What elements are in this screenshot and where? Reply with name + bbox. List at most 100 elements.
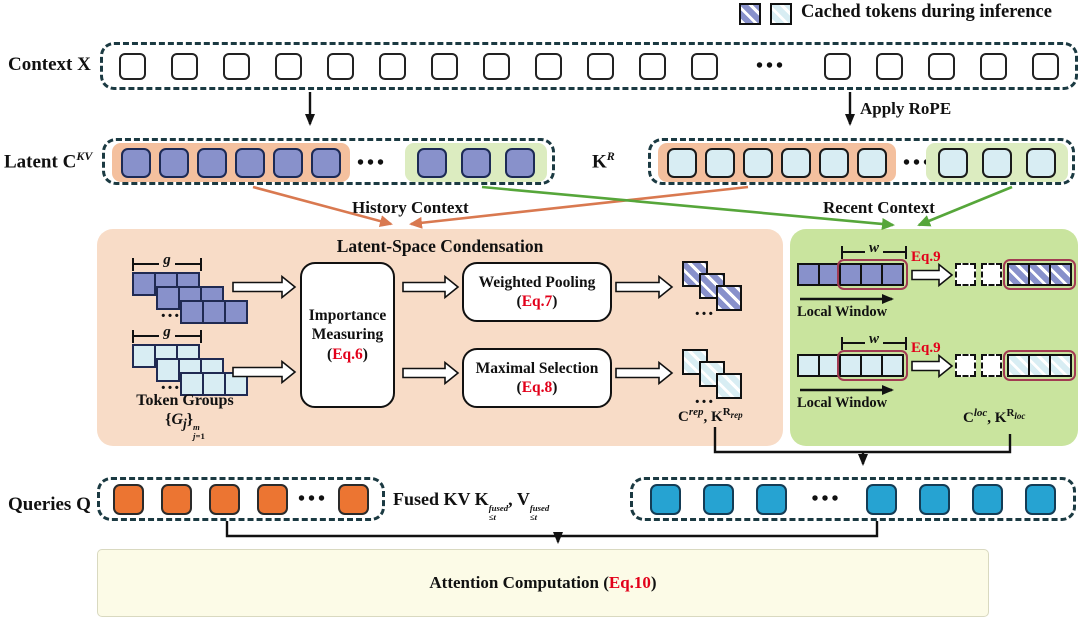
history-context-label: History Context [352, 198, 469, 217]
local-window-label: Local Window [797, 304, 888, 320]
token-square [161, 483, 192, 515]
token-square [337, 483, 369, 515]
condensation-title: Latent-Space Condensation [336, 236, 544, 256]
token-square [875, 52, 903, 80]
token-square [881, 263, 904, 286]
window-width-measure-bottom: w [841, 331, 907, 350]
fused-tokens-right [865, 483, 1056, 515]
local-window-row [797, 354, 904, 377]
token-square [113, 483, 144, 515]
token-square [235, 147, 265, 178]
loc-output-label: Cloc, KRloc [963, 407, 1026, 426]
recent-context-label: Recent Context [823, 198, 935, 217]
evicted-token-slot [981, 263, 1002, 286]
token-square [132, 344, 156, 368]
token-square [273, 147, 303, 178]
token-square [159, 147, 189, 178]
token-square [311, 147, 341, 178]
query-tokens-left [113, 483, 288, 515]
token-square [119, 52, 146, 80]
local-window-outline [837, 259, 908, 290]
token-square [461, 147, 491, 178]
token-square [1031, 52, 1059, 80]
cluster-dots: … [694, 298, 714, 320]
token-square [327, 52, 354, 80]
token-square [431, 52, 458, 80]
eq9-ref: Eq.9 [911, 249, 941, 265]
token-square [743, 147, 773, 178]
local-window-row [797, 263, 904, 286]
kept-window-row [1007, 263, 1072, 286]
token-square [979, 52, 1007, 80]
evicted-token-slot [981, 354, 1002, 377]
token-groups-label: Token Groups [136, 392, 234, 409]
local-window-outline [837, 350, 908, 381]
token-square [797, 263, 820, 286]
token-square [865, 483, 897, 515]
kr-history-highlight [658, 143, 896, 182]
group-width-measure-top: g [132, 252, 202, 271]
token-square [156, 286, 180, 310]
context-ellipsis: ••• [755, 55, 786, 77]
context-row-label: Context X [8, 54, 91, 75]
token-square [797, 354, 820, 377]
local-window-label: Local Window [797, 395, 888, 411]
token-square [257, 483, 288, 515]
importance-measuring-box: Importance Measuring (Eq.6) [300, 262, 395, 408]
queries-ellipsis: ••• [297, 488, 328, 510]
token-square [650, 483, 681, 515]
fused-tokens-left [650, 483, 787, 515]
token-square [587, 52, 614, 80]
token-square [819, 147, 849, 178]
token-square [691, 52, 718, 80]
token-square [224, 300, 248, 324]
token-square [756, 483, 787, 515]
rep-cached-token [716, 285, 742, 311]
legend-label: Cached tokens during inference [801, 2, 1052, 22]
evicted-token-slot [955, 354, 976, 377]
eq7-ref: (Eq.7) [516, 293, 558, 310]
token-square [703, 483, 734, 515]
kr-ellipsis: ••• [903, 152, 934, 174]
token-square [1024, 483, 1056, 515]
eq9-ref: Eq.9 [911, 340, 941, 356]
kept-window-outline [1003, 259, 1076, 290]
latent-token-box: ••• [102, 138, 555, 185]
token-square [667, 147, 697, 178]
maximal-selection-box: Maximal Selection (Eq.8) [462, 348, 612, 408]
legend-latent-cached-swatch [739, 3, 761, 25]
token-square [505, 147, 535, 178]
fused-token-box: ••• [630, 477, 1076, 521]
kr-token-box: ••• [648, 138, 1075, 185]
token-square [180, 300, 204, 324]
token-square [927, 52, 955, 80]
latent-history-highlight [112, 143, 350, 182]
token-square [918, 483, 950, 515]
context-token-box: ••• [100, 42, 1078, 90]
token-square [535, 52, 562, 80]
query-tokens-right [337, 483, 369, 515]
token-group-row [180, 300, 248, 324]
cluster-dots: … [694, 386, 714, 408]
context-tokens-left [119, 52, 718, 80]
token-square [209, 483, 240, 515]
token-square [1026, 147, 1056, 178]
token-square [275, 52, 302, 80]
eq10-ref: Eq.10 [608, 573, 651, 592]
token-square [982, 147, 1012, 178]
token-square [1049, 263, 1072, 286]
token-square [197, 147, 227, 178]
cluster-dots: … [160, 372, 180, 394]
kept-window-outline [1003, 350, 1076, 381]
token-square [202, 300, 226, 324]
token-square [223, 52, 250, 80]
window-width-measure-top: w [841, 240, 907, 259]
rep-output-label: Crep, KRrep [678, 406, 743, 425]
queries-token-box: ••• [97, 477, 385, 521]
token-square [483, 52, 510, 80]
eq8-ref: (Eq.8) [516, 379, 558, 396]
kr-row-label: KR [592, 149, 615, 173]
